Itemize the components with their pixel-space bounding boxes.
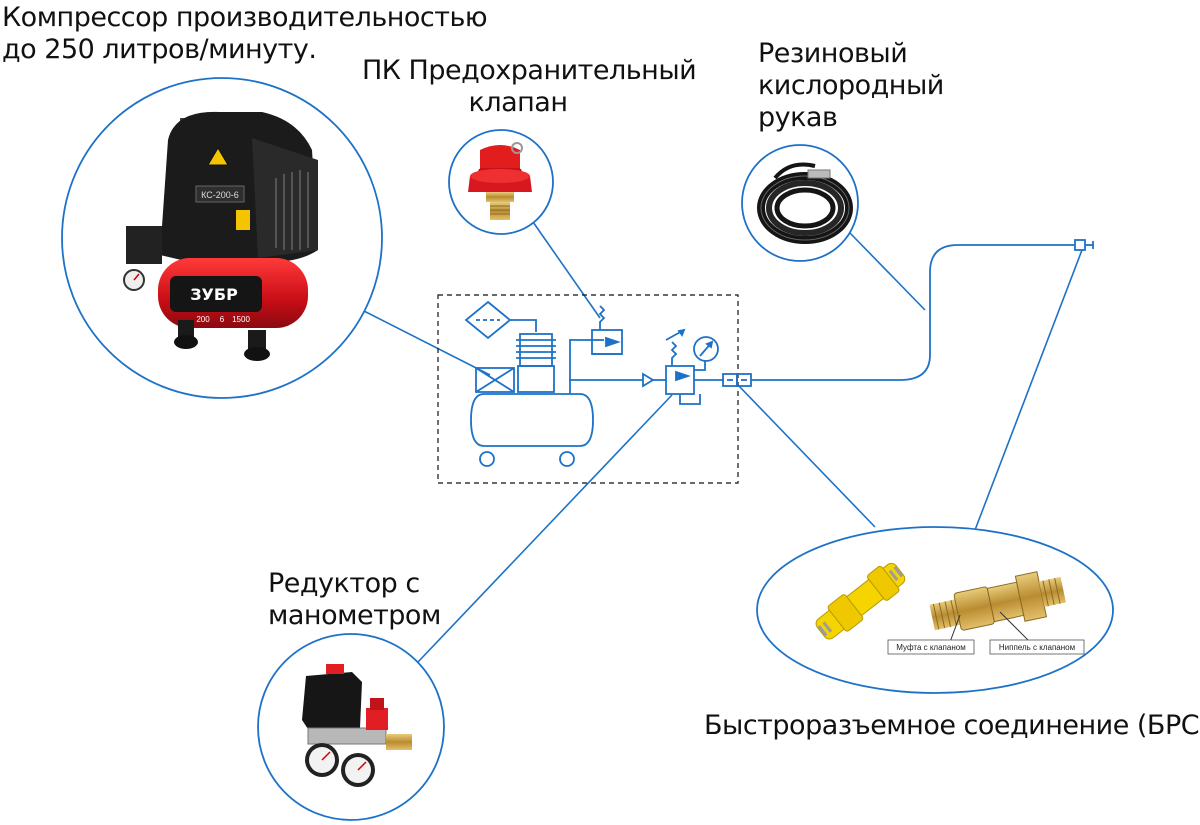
female-coupling-label-box	[887, 639, 975, 655]
compressor-model-text: КС-200-6	[201, 190, 239, 200]
compressor-label-line-1: Компрессор производительностью	[2, 2, 488, 33]
safety-valve-symbol	[588, 305, 623, 355]
compressor-image: КС-200-6 ЗУБР 200 6 1500	[123, 111, 318, 361]
reducer-label-line-1: Редуктор с	[268, 568, 420, 599]
compressor-label-line-2: до 250 литров/минуту.	[2, 34, 317, 65]
hose-coil-image	[757, 162, 853, 244]
reducer-label: Редуктор с манометром	[268, 568, 441, 632]
reducer-symbol	[665, 328, 724, 405]
quick-connector-label: Быстроразъемное соединение (БРС)	[704, 710, 1200, 741]
filter-symbol	[464, 300, 537, 340]
pressure-gauge-symbol	[693, 336, 719, 362]
quick-connector-image: Муфта с клапаном Ниппель с клапаном	[815, 562, 1085, 655]
compressor-cylinder-symbol	[516, 333, 556, 393]
female-coupling-label: Муфта с клапаном	[896, 643, 965, 652]
hose-label-line-1: Резиновый	[758, 38, 908, 69]
safety-valve-label: ПК Предохранительный клапан	[362, 55, 697, 119]
motor-symbol	[475, 367, 515, 393]
compressor-brand-text: ЗУБР	[190, 285, 238, 304]
callout-connector-right	[974, 249, 1083, 531]
callout-connector-left	[737, 384, 876, 528]
male-coupling-label-box	[989, 639, 1085, 655]
callout-reducer	[417, 394, 673, 663]
callout-compressor	[361, 309, 491, 376]
male-coupling-label: Ниппель с клапаном	[999, 643, 1075, 652]
reducer-image	[302, 664, 412, 787]
callout-lines	[361, 221, 1083, 663]
safety-valve-label-line-2: клапан	[468, 87, 568, 118]
schematic	[464, 239, 1094, 467]
hose-line	[751, 244, 1075, 381]
receiver-tank-symbol	[470, 393, 594, 467]
hose-label: Резиновый кислородный рукав	[758, 38, 944, 134]
equipment-dashed-frame	[437, 294, 739, 484]
safety-valve-label-line-1: ПК Предохранительный	[362, 55, 697, 86]
hose-label-line-2: кислородный	[758, 70, 944, 101]
callout-safety-valve	[532, 221, 601, 319]
callout-hose	[849, 232, 926, 311]
end-coupling-symbol	[1074, 239, 1094, 251]
compressor-label: Компрессор производительностью до 250 ли…	[2, 2, 488, 66]
compressor-spec-2: 6	[220, 315, 225, 324]
compressor-spec-1: 200	[196, 315, 210, 324]
check-valve-symbol	[642, 372, 655, 388]
quick-coupling-symbol	[722, 373, 752, 387]
compressor-spec-3: 1500	[232, 315, 250, 324]
hose-label-line-3: рукав	[758, 102, 838, 133]
reducer-label-line-2: манометром	[268, 600, 441, 631]
safety-valve-image	[468, 142, 532, 220]
